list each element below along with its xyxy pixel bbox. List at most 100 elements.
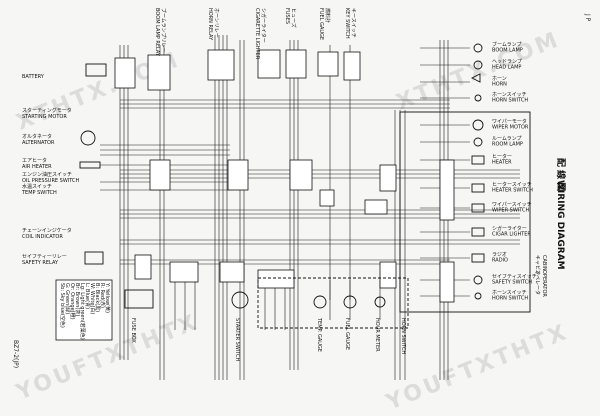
color-legend-entry: W: White(白) (89, 283, 96, 314)
right-component-en-label: HORN (492, 82, 507, 88)
watermark-text: YOUFTXTHTX (382, 320, 572, 416)
meter-panel-frame (257, 277, 409, 329)
color-legend: Y: Yellow(黄)R: Red(赤)B: Black(黒)W: White… (55, 279, 113, 341)
right-component-en-label: CIGAR LIGHTER (492, 232, 531, 238)
horn-switch-icon (474, 94, 482, 102)
right-component-jp-label: ホーンスイッチ (492, 290, 527, 296)
horn-switch-icon (474, 292, 482, 300)
right-component-en-label: SAFETY SWITCH (492, 280, 532, 286)
right-component-jp-label: ヒータースイッチ (492, 181, 532, 188)
fuel-gauge-icon (343, 295, 357, 309)
component-symbols (79, 43, 531, 329)
horn-icon (470, 73, 481, 83)
bottom-component-label: HOUR METER (374, 318, 380, 352)
left-component-jp-label: 水温スイッチ (22, 183, 52, 190)
connector-block (257, 49, 281, 79)
connector-block (257, 269, 295, 289)
left-component-en-label: BATTERY (22, 74, 45, 80)
connector-block (379, 261, 397, 289)
model-label: BZ7-2(JP) (12, 340, 19, 368)
connector-block (343, 51, 361, 81)
color-legend-box (55, 279, 113, 341)
radio-icon (471, 253, 485, 263)
right-component-jp-label: セイフティスイッチ (492, 274, 537, 280)
connector-block (149, 159, 171, 191)
color-legend-entry: Sb: Sky blue(空色) (59, 283, 66, 328)
watermark-group: YOUFTXTHTX XTHTX.COM XTHTX.COM YOUFTXTHT… (12, 27, 572, 416)
starter-switch-icon (231, 291, 249, 309)
color-legend-entry: Y: Yellow(黄) (104, 282, 111, 313)
connector-blocks (114, 49, 455, 303)
left-component-en-label: ALTERNATOR (22, 140, 55, 146)
alternator-icon (80, 130, 96, 146)
side-tab-en-label: OPERATOR (541, 270, 547, 297)
right-component-en-label: BOOM LAMP (492, 48, 523, 54)
left-component-jp-label: チェーンインジケータ (22, 227, 72, 234)
connector-block (227, 159, 249, 191)
heater-switch-icon (471, 183, 485, 193)
top-component-jp-label: ホーンリレー (213, 8, 219, 38)
right-component-en-label: RADIO (492, 258, 508, 264)
connector-block (317, 51, 339, 77)
cigar-lighter-icon (471, 227, 485, 237)
left-component-jp-label: エンジン油圧スイッチ (22, 171, 72, 178)
left-component-en-label: TEMP SWITCH (21, 190, 57, 196)
left-component-jp-label: スターティングモータ (22, 107, 72, 114)
right-component-en-label: HEATER (492, 160, 512, 166)
side-tab-jp-label: オペレータ (534, 270, 541, 295)
right-component-jp-label: ホーン (492, 76, 507, 82)
connector-block (147, 54, 171, 91)
top-component-jp-label: ブームランプリレー (160, 8, 167, 52)
bottom-component-label: FUSE BOX (130, 318, 136, 343)
side-tab-jp-label: キャビン (534, 255, 541, 275)
top-component-en-label: FUSES (284, 8, 290, 24)
temp-gauge-icon (313, 295, 327, 309)
connector-block (134, 254, 152, 280)
right-component-en-label: HORN SWITCH (492, 296, 528, 302)
connector-block (439, 159, 455, 221)
right-component-en-label: HEATER SWITCH (492, 188, 533, 194)
corner-label: J P (584, 13, 591, 22)
left-component-en-label: STARTING MOTOR (22, 114, 67, 120)
connector-block (114, 57, 136, 89)
color-legend-entry: R: Red(赤) (99, 283, 105, 308)
connector-block (319, 189, 335, 207)
right-component-jp-label: ワイパースイッチ (492, 202, 532, 208)
right-component-en-label: WIPER MOTOR (492, 125, 529, 131)
right-component-jp-label: ヘッドランプ (492, 59, 522, 65)
color-legend-entry: G: Green(緑) (64, 283, 71, 314)
connector-block (285, 49, 307, 79)
wiper-motor-icon (472, 119, 484, 131)
bottom-component-label: STARTER SWITCH (234, 318, 240, 361)
connector-block (379, 164, 397, 192)
bottom-component-label: HORN SWITCH (400, 318, 406, 354)
top-component-en-label: FUEL GAUGE (318, 8, 324, 40)
safety-switch-icon (473, 275, 483, 285)
right-component-en-label: HORN SWITCH (492, 98, 528, 104)
left-component-jp-label: エアヒータ (22, 157, 47, 164)
color-legend-entry: B: Black(黒) (94, 283, 100, 312)
side-tab-en-label: CABIN (541, 255, 547, 271)
watermark-text: XTHTX.COM (393, 27, 564, 116)
right-component-en-label: HEAD LAMP (492, 65, 521, 71)
right-component-en-label: WIPER SWITCH (492, 208, 530, 214)
right-component-jp-label: ラジオ (492, 252, 507, 258)
top-component-jp-label: キースイッチ (350, 8, 356, 38)
connector-block (439, 261, 455, 303)
heater-icon (471, 155, 485, 165)
wire-harness (100, 35, 520, 380)
safety-relay-icon (84, 251, 104, 265)
head-lamp-icon (473, 60, 483, 70)
right-component-jp-label: シガーライター (492, 225, 527, 232)
left-component-en-label: SAFETY RELAY (22, 260, 59, 266)
right-component-jp-label: ルームランプ (492, 136, 521, 142)
right-component-jp-label: ヒーター (492, 153, 512, 160)
bottom-component-label: TEMP. GAUGE (316, 317, 322, 352)
room-lamp-icon (473, 137, 483, 147)
left-component-jp-label: オルタネータ (22, 133, 52, 140)
